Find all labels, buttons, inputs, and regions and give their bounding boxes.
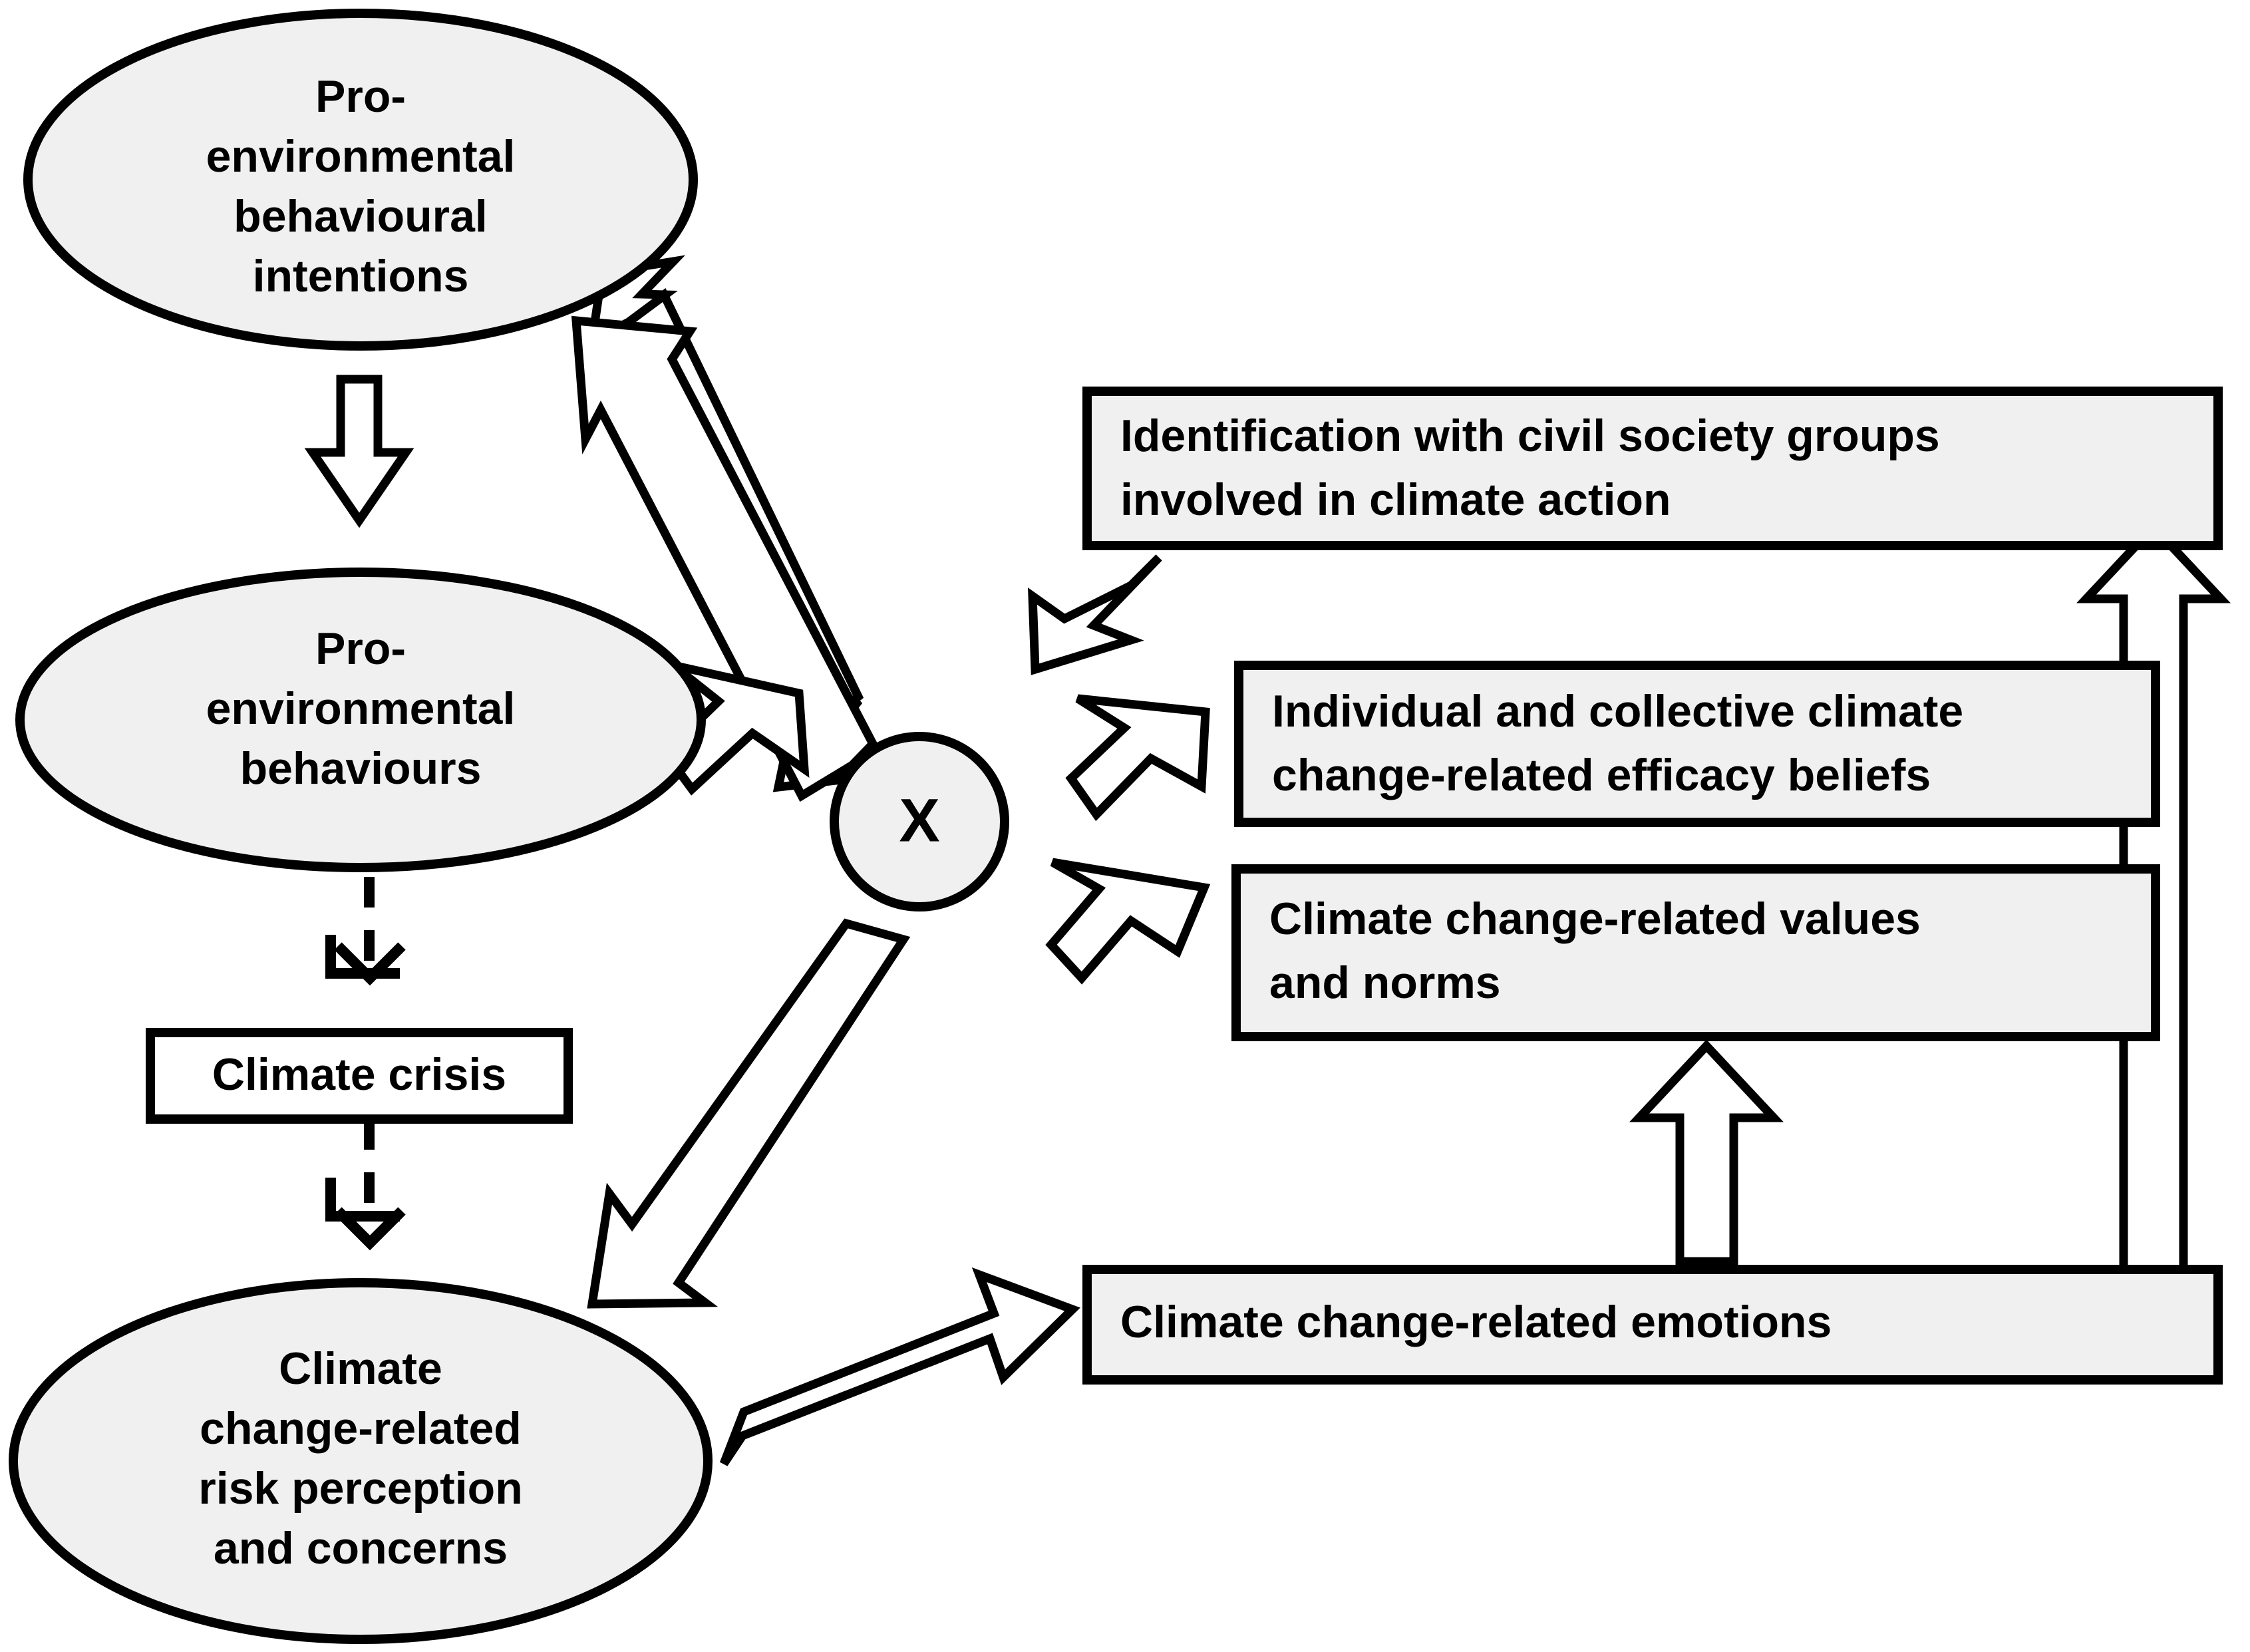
node-intentions[interactable]: Pro- environmental behavioural intention… (23, 9, 698, 351)
edge-moderator-to-intentions-shaft (571, 315, 878, 802)
node-identification-line-0: Identification with civil society groups (1120, 411, 1940, 461)
node-efficacy-line-1: change-related efficacy beliefs (1272, 750, 1931, 800)
edge-climate-crisis-to-risk-perception (325, 1119, 406, 1251)
node-risk-perception[interactable]: Climate change-related risk perception a… (9, 1278, 713, 1644)
edge-behaviours-to-climate-crisis (325, 877, 406, 986)
edge-identification-to-moderator (1028, 554, 1162, 675)
node-behaviours-line-0: Pro- (315, 623, 406, 674)
node-risk-perception-line-0: Climate (279, 1343, 442, 1394)
node-efficacy[interactable]: Individual and collective climate change… (1234, 661, 2160, 827)
node-climate-crisis-label: Climate crisis (212, 1049, 506, 1100)
node-values-norms-line-1: and norms (1269, 957, 1501, 1008)
node-risk-perception-line-1: change-related (200, 1403, 522, 1454)
node-behaviours[interactable]: Pro- environmental behaviours (15, 568, 706, 872)
node-values-norms[interactable]: Climate change-related values and norms (1231, 864, 2160, 1041)
node-identification[interactable]: Identification with civil society groups… (1082, 387, 2223, 550)
node-emotions[interactable]: Climate change-related emotions (1082, 1265, 2223, 1385)
node-risk-perception-line-3: and concerns (214, 1523, 508, 1573)
node-values-norms-line-0: Climate change-related values (1269, 894, 1921, 944)
node-behaviours-line-1: environmental (206, 683, 516, 734)
edge-emotions-to-values-norms (1629, 1039, 1784, 1266)
edge-risk-perception-to-emotions (719, 1267, 1080, 1466)
node-intentions-line-2: behavioural (234, 191, 488, 242)
node-moderator-x[interactable]: X (830, 732, 1009, 911)
edge-values-norms-to-moderator (1045, 858, 1211, 985)
node-emotions-line-0: Climate change-related emotions (1120, 1297, 1832, 1347)
node-risk-perception-line-2: risk perception (198, 1463, 523, 1514)
node-intentions-line-1: environmental (206, 131, 516, 182)
edge-moderator-to-risk-perception (587, 918, 911, 1309)
node-moderator-label: X (899, 786, 939, 854)
node-intentions-line-0: Pro- (315, 71, 406, 122)
node-behaviours-line-2: behaviours (240, 743, 482, 794)
node-intentions-line-3: intentions (253, 251, 469, 301)
edge-efficacy-to-moderator (1065, 694, 1210, 822)
node-identification-line-1: involved in climate action (1120, 474, 1671, 525)
node-climate-crisis[interactable]: Climate crisis (146, 1028, 573, 1124)
edge-intentions-to-behaviours (304, 375, 414, 528)
node-efficacy-line-0: Individual and collective climate (1272, 686, 1963, 737)
